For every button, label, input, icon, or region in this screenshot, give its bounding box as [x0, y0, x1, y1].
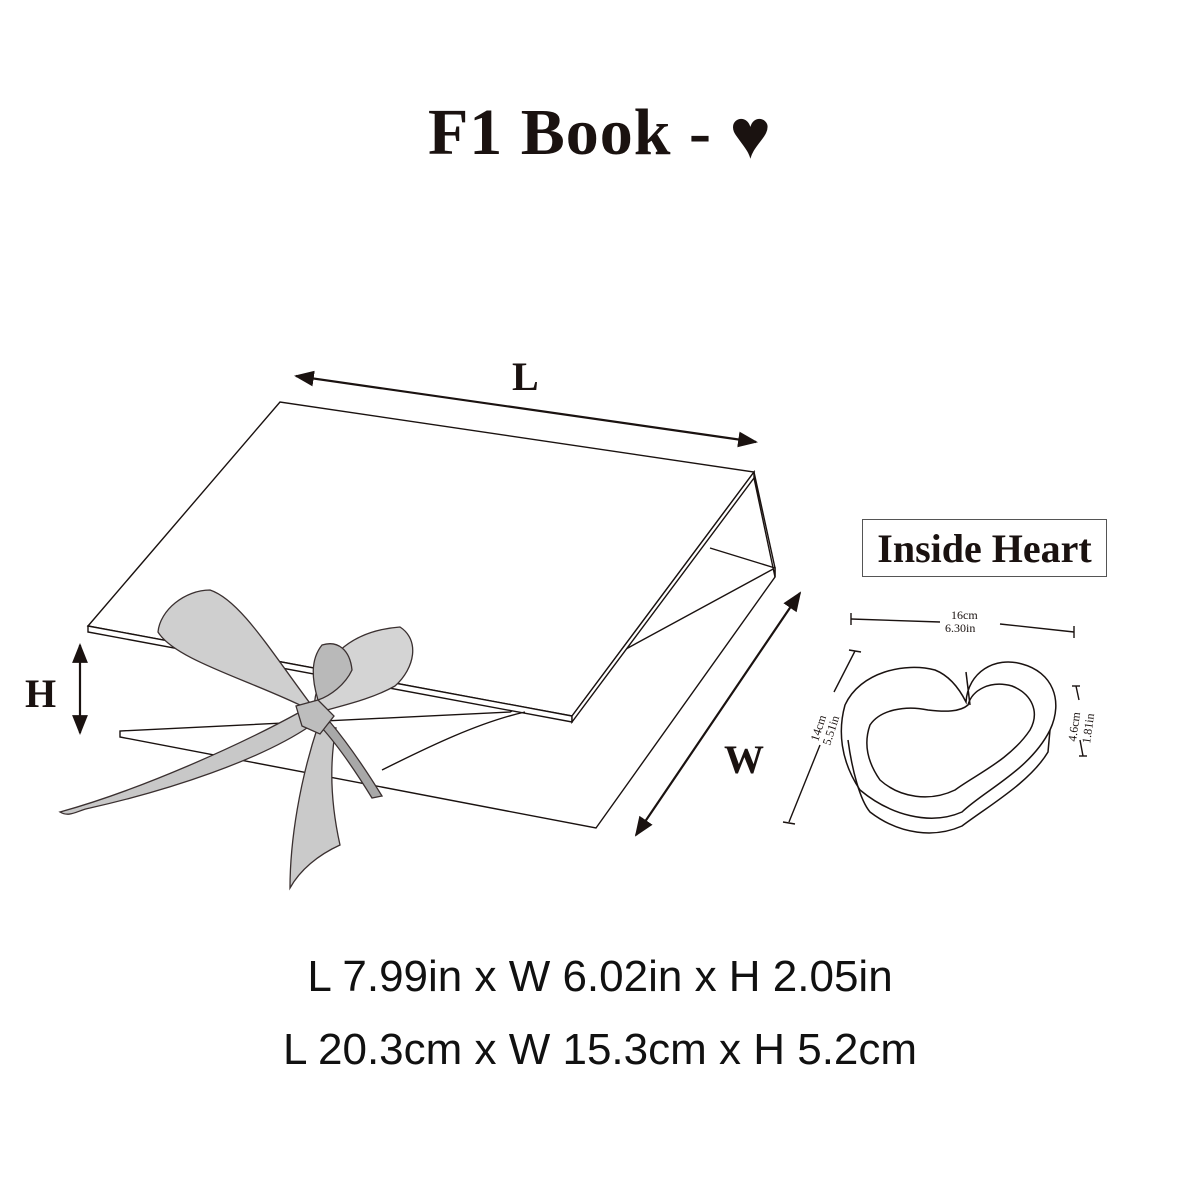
width-label: W: [724, 737, 764, 782]
ribbon-bow: [58, 589, 414, 891]
inside-depth-dimension: [782, 649, 862, 825]
inside-width-cm: 16cm: [951, 608, 978, 622]
width-arrow: [634, 591, 802, 837]
box-spine: [753, 471, 776, 578]
heart-inner: [866, 683, 1035, 798]
inside-height-dimension: [1072, 685, 1087, 757]
inside-width-in: 6.30in: [945, 621, 975, 635]
length-arrow: [294, 370, 758, 448]
inside-height-in: 1.81in: [1079, 712, 1097, 744]
heart-outline: [840, 661, 1057, 819]
height-label: H: [25, 671, 56, 716]
inside-height-cm: 4.6cm: [1065, 710, 1083, 742]
heart-icon: ♥: [729, 97, 773, 174]
inside-heart-label: Inside Heart: [862, 519, 1107, 577]
dimensions-imperial: L 7.99in x W 6.02in x H 2.05in: [307, 952, 893, 1001]
length-label: L: [512, 354, 539, 399]
inside-heart: [840, 661, 1057, 834]
page-title: F1 Book - ♥: [0, 95, 1200, 176]
title-text: F1 Book -: [427, 96, 712, 169]
inside-width-dimension: [850, 613, 1075, 638]
dimensions-metric: L 20.3cm x W 15.3cm x H 5.2cm: [282, 1025, 918, 1074]
